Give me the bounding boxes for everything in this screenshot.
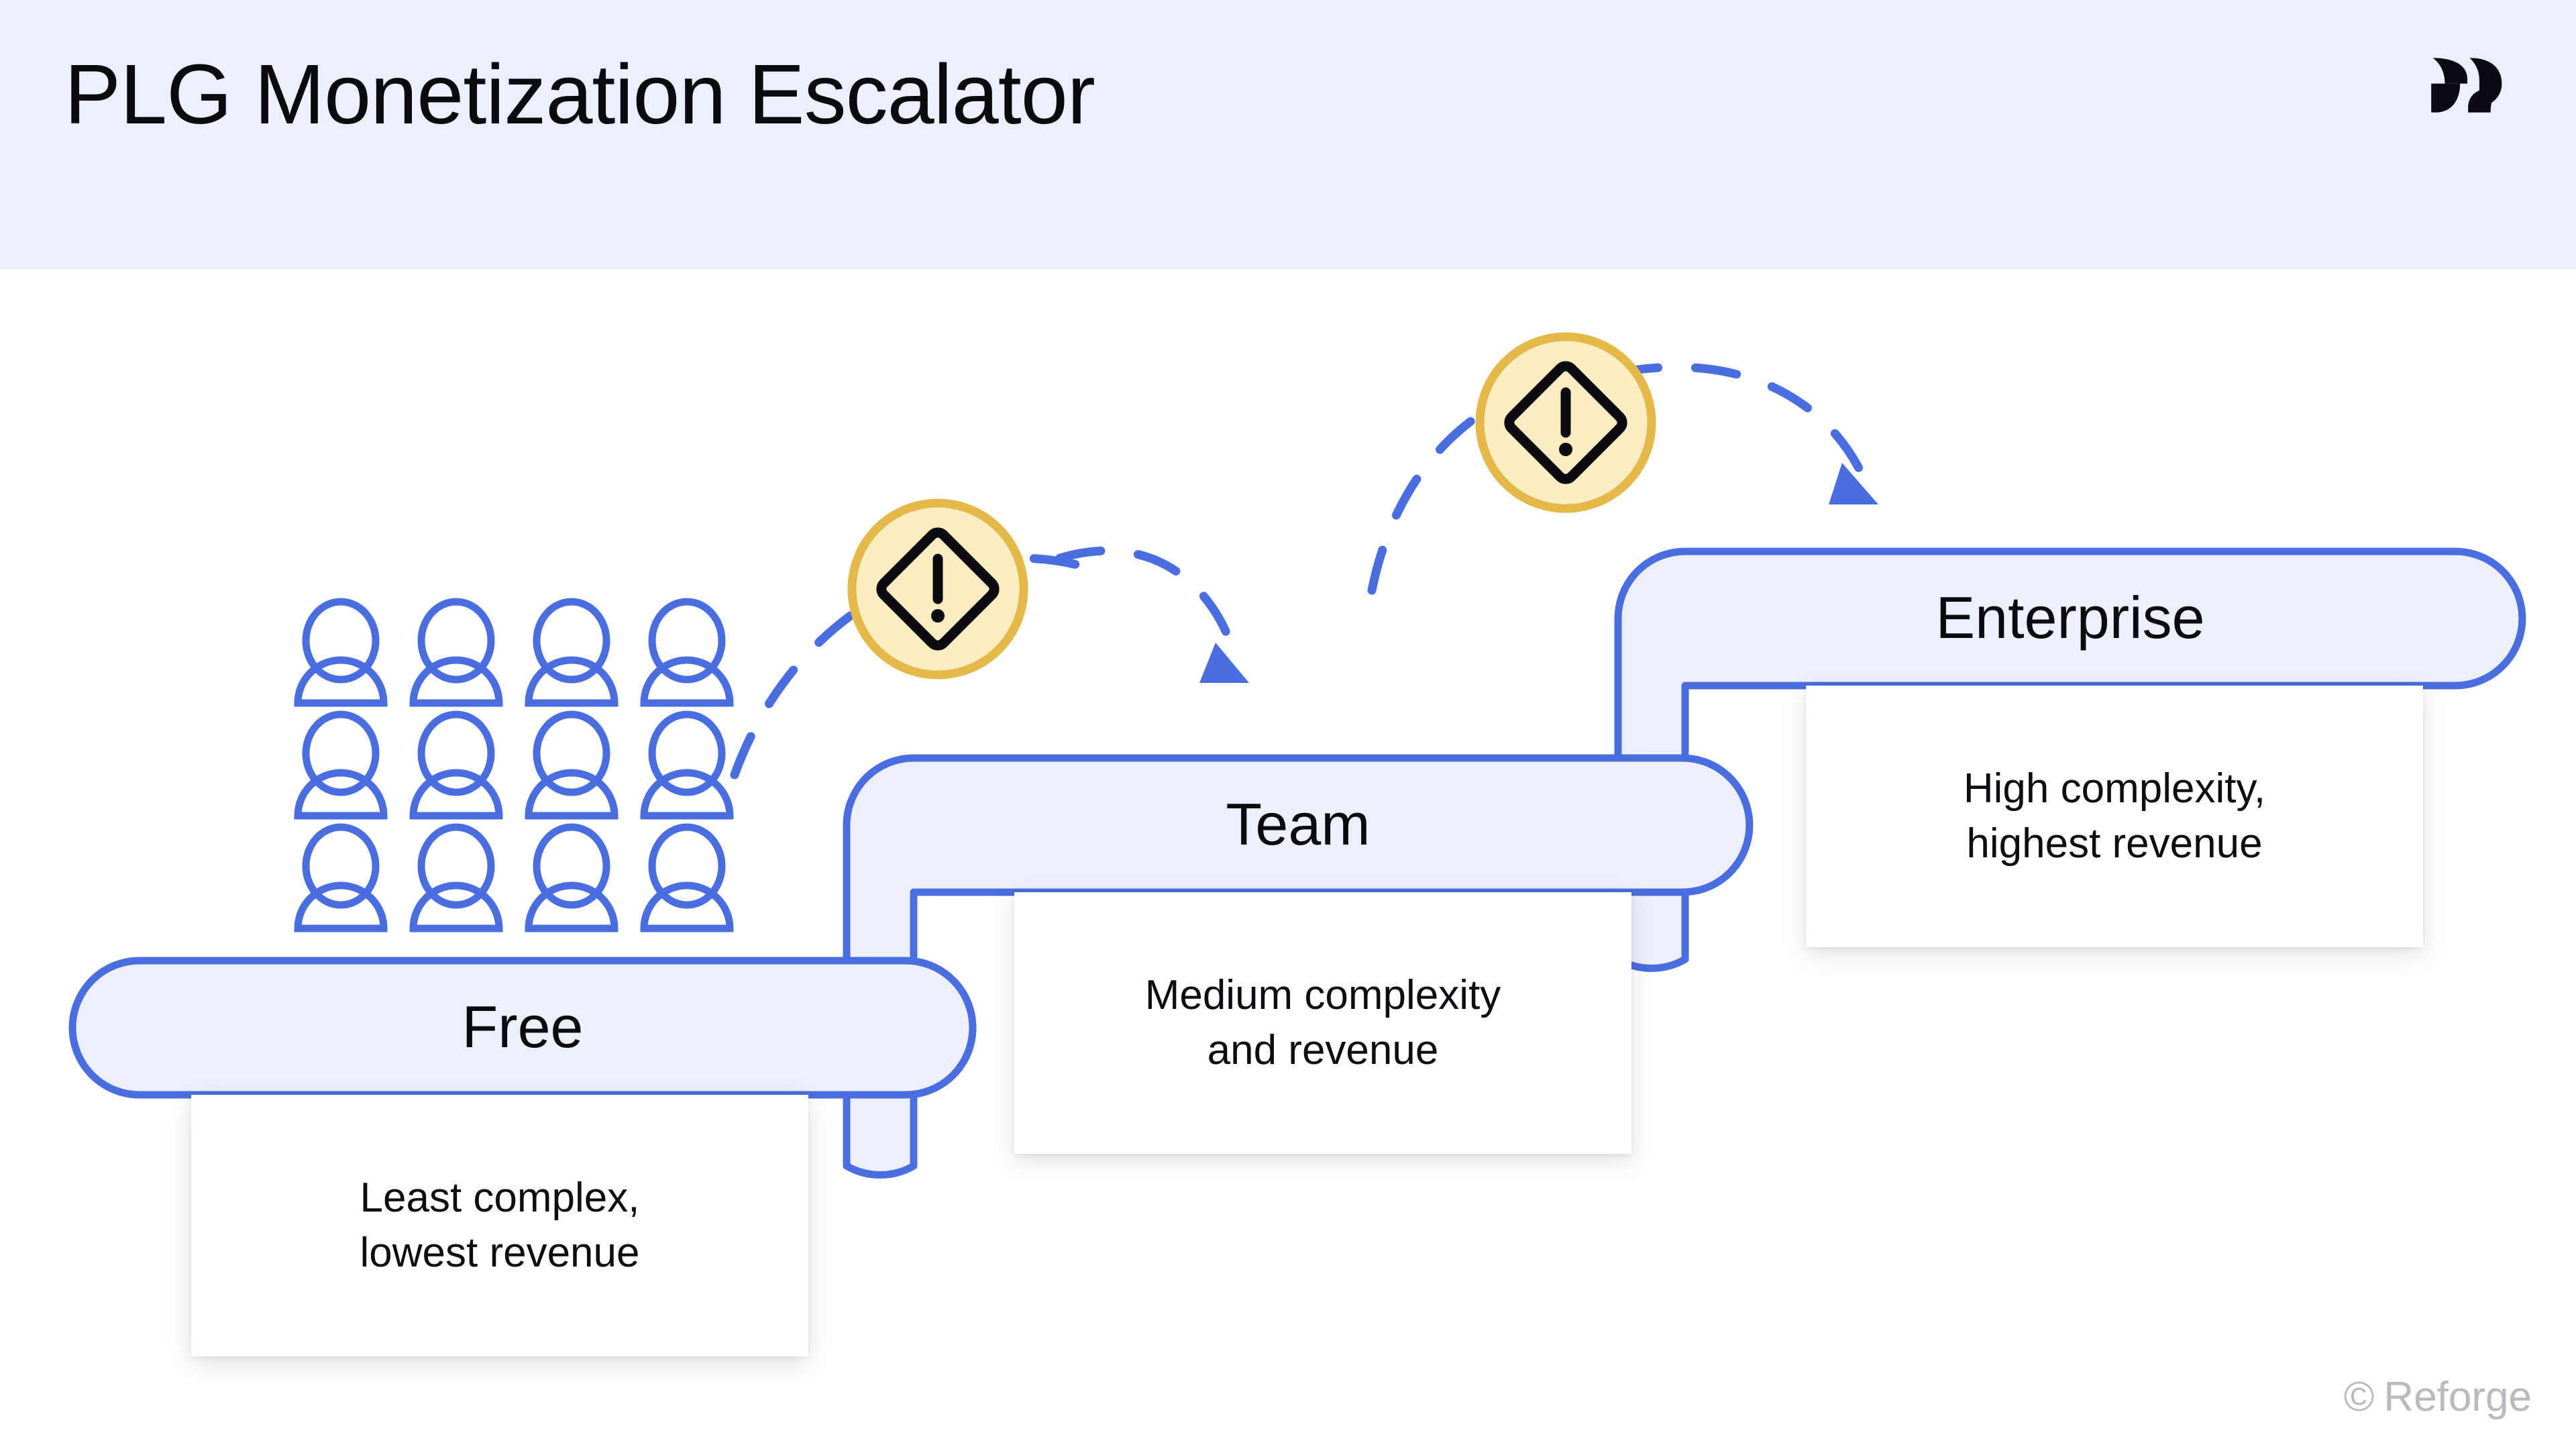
person-icon: [409, 598, 503, 707]
footer-copyright: © Reforge: [2344, 1373, 2532, 1421]
warning-badge-team-to-enterprise[interactable]: [1475, 332, 1656, 513]
step-shape-enterprise[interactable]: [1614, 547, 2526, 972]
person-icon: [640, 823, 734, 932]
warning-diamond-exclamation-icon: [1504, 361, 1627, 484]
step-description-team: Medium complexity and revenue: [1144, 972, 1501, 1073]
person-icon: [409, 710, 503, 820]
page-title: PLG Monetization Escalator: [64, 47, 1095, 142]
step-card-team: Medium complexity and revenue: [1014, 892, 1631, 1154]
person-icon: [294, 598, 388, 707]
person-icon: [294, 823, 388, 932]
person-icon: [525, 710, 619, 820]
step-shape-free[interactable]: [68, 957, 977, 1099]
person-icon: [525, 598, 619, 707]
warning-badge-free-to-team[interactable]: [847, 498, 1028, 680]
step-card-enterprise: High complexity, highest revenue: [1806, 686, 2423, 947]
people-group: [294, 598, 734, 932]
slide-header: PLG Monetization Escalator: [0, 0, 2576, 270]
warning-diamond-exclamation-icon: [876, 527, 1000, 651]
person-icon: [294, 710, 388, 820]
step-label-team[interactable]: Team: [1226, 791, 1371, 857]
brand-name: Reforge: [2383, 1374, 2532, 1420]
copyright-icon: ©: [2343, 1374, 2375, 1420]
person-icon: [640, 598, 734, 707]
person-icon: [525, 823, 619, 932]
reforge-logo-icon: [2431, 58, 2502, 113]
step-card-free: Least complex, lowest revenue: [191, 1095, 808, 1356]
step-label-enterprise[interactable]: Enterprise: [1935, 584, 2205, 651]
step-description-enterprise: High complexity, highest revenue: [1963, 765, 2266, 867]
step-label-free[interactable]: Free: [462, 994, 584, 1060]
person-icon: [640, 710, 734, 820]
step-shape-team[interactable]: [843, 754, 1754, 1179]
person-icon: [409, 823, 503, 932]
step-description-free: Least complex, lowest revenue: [360, 1175, 640, 1276]
